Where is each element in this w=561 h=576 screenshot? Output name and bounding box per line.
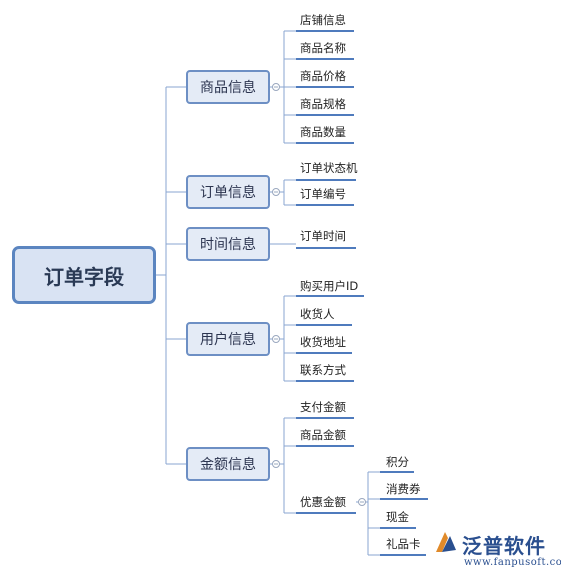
watermark-url: www.fanpusoft.com <box>464 557 561 568</box>
leaf-product-amount: 商品金额 <box>300 428 346 442</box>
subleaf-cash: 现金 <box>386 510 409 524</box>
subleaf-points: 积分 <box>386 455 409 469</box>
leaf-contact-method: 联系方式 <box>300 363 346 377</box>
branch-time-info[interactable]: 时间信息 <box>186 227 270 261</box>
leaf-product-name: 商品名称 <box>300 41 346 55</box>
branch-product-info[interactable]: 商品信息 <box>186 70 270 104</box>
branch-order-info[interactable]: 订单信息 <box>186 175 270 209</box>
leaf-product-spec: 商品规格 <box>300 97 346 111</box>
leaf-shipping-address: 收货地址 <box>300 335 346 349</box>
subleaf-gift-card: 礼品卡 <box>386 537 421 551</box>
branch-user-info[interactable]: 用户信息 <box>186 322 270 356</box>
subleaf-coupon: 消费券 <box>386 482 421 496</box>
leaf-order-number: 订单编号 <box>300 187 346 201</box>
leaf-payment-amount: 支付金额 <box>300 400 346 414</box>
leaf-store-info: 店铺信息 <box>300 13 346 27</box>
watermark: 泛普软件 www.fanpusoft.com <box>430 528 561 574</box>
leaf-discount-amount[interactable]: 优惠金额 <box>300 495 346 509</box>
watermark-name: 泛普软件 <box>462 534 546 558</box>
leaf-buyer-user-id: 购买用户ID <box>300 279 359 293</box>
leaf-recipient: 收货人 <box>300 307 335 321</box>
branch-amount-info[interactable]: 金额信息 <box>186 447 270 481</box>
leaf-product-quantity: 商品数量 <box>300 125 346 139</box>
root-node[interactable]: 订单字段 <box>12 246 156 304</box>
leaf-order-state-machine: 订单状态机 <box>300 161 358 175</box>
fanpu-logo-icon <box>436 532 456 552</box>
leaf-product-price: 商品价格 <box>300 69 346 83</box>
leaf-order-time: 订单时间 <box>300 229 346 243</box>
